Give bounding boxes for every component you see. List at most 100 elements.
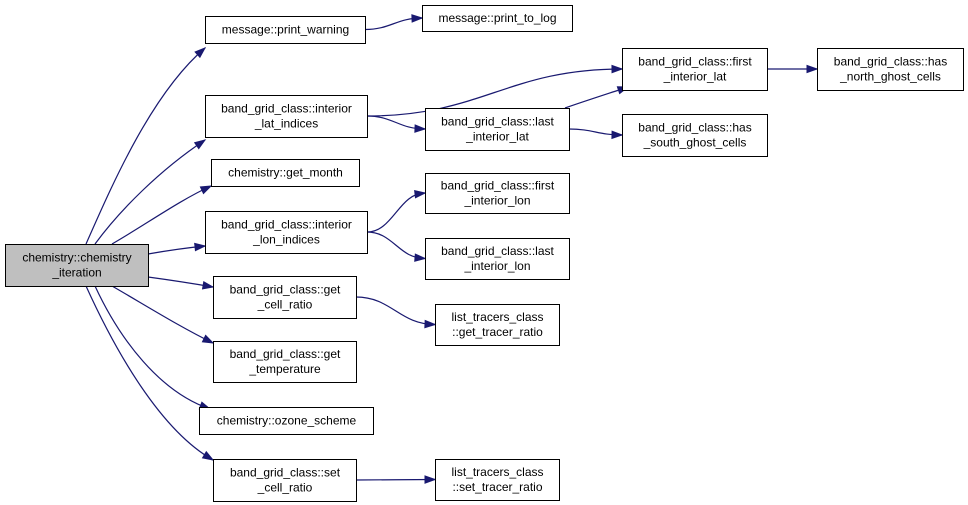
edge-chemistry-iteration-to-print-warning-arrowhead <box>194 47 207 59</box>
node-last-interior-lon-label-2: _interior_lon <box>463 259 530 273</box>
node-has-north-ghost-cells-label-1: band_grid_class::has <box>834 55 947 69</box>
node-has-south-ghost-cells-label-2: _south_ghost_cells <box>643 136 747 150</box>
node-first-interior-lat-label-2: _interior_lat <box>663 70 727 84</box>
node-has-south-ghost-cells-box <box>622 114 768 157</box>
node-set-tracer-ratio[interactable]: list_tracers_class::set_tracer_ratio <box>435 459 560 501</box>
node-interior-lon-indices-label-1: band_grid_class::interior <box>221 218 352 232</box>
edge-chemistry-iteration-to-print-warning-line <box>85 47 206 245</box>
node-first-interior-lat-label-1: band_grid_class::first <box>638 55 752 69</box>
edge-get-cell-ratio-to-get-tracer-ratio-arrowhead <box>424 319 437 329</box>
node-interior-lon-indices[interactable]: band_grid_class::interior_lon_indices <box>205 211 368 254</box>
node-has-north-ghost-cells[interactable]: band_grid_class::has_north_ghost_cells <box>817 48 964 91</box>
edge-interior-lon-indices-to-last-interior-lon <box>366 231 427 262</box>
node-get-cell-ratio[interactable]: band_grid_class::get_cell_ratio <box>213 276 357 319</box>
node-print-warning-box <box>205 16 366 44</box>
edge-interior-lat-indices-to-first-interior-lat-arrowhead <box>611 64 624 74</box>
node-interior-lon-indices-box <box>205 211 368 254</box>
node-print-warning-label-1: message::print_warning <box>222 23 349 37</box>
node-get-tracer-ratio-box <box>435 304 560 346</box>
node-last-interior-lon-label-1: band_grid_class::last <box>441 244 554 258</box>
node-get-tracer-ratio[interactable]: list_tracers_class::get_tracer_ratio <box>435 304 560 346</box>
node-first-interior-lat-box <box>622 48 768 91</box>
node-set-cell-ratio-label-2: _cell_ratio <box>257 481 313 495</box>
node-get-cell-ratio-box <box>213 276 357 319</box>
node-first-interior-lon-label-2: _interior_lon <box>463 194 530 208</box>
node-get-month[interactable]: chemistry::get_month <box>211 159 360 187</box>
edge-first-interior-lat-to-has-north-ghost-cells <box>767 64 819 74</box>
edge-chemistry-iteration-to-print-warning <box>85 47 207 245</box>
node-first-interior-lat[interactable]: band_grid_class::first_interior_lat <box>622 48 768 91</box>
edge-chemistry-iteration-to-interior-lon-indices-arrowhead <box>194 242 207 252</box>
edge-set-cell-ratio-to-set-tracer-ratio-line <box>355 478 436 481</box>
node-get-temperature-label-1: band_grid_class::get <box>230 347 341 361</box>
edge-chemistry-iteration-to-get-cell-ratio-arrowhead <box>201 280 215 290</box>
node-last-interior-lat-label-1: band_grid_class::last <box>441 115 554 129</box>
node-interior-lat-indices-box <box>205 95 368 138</box>
node-last-interior-lon[interactable]: band_grid_class::last_interior_lon <box>425 238 570 280</box>
node-get-temperature-label-2: _temperature <box>248 362 321 376</box>
node-get-cell-ratio-label-2: _cell_ratio <box>257 298 313 312</box>
edge-interior-lon-indices-to-last-interior-lon-arrowhead <box>414 253 427 262</box>
node-chemistry-iteration-box <box>5 244 149 287</box>
node-set-cell-ratio-label-1: band_grid_class::set <box>230 466 341 480</box>
node-get-month-label-1: chemistry::get_month <box>228 166 343 180</box>
node-chemistry-iteration-label-2: _iteration <box>51 266 101 280</box>
node-ozone-scheme-box <box>199 407 374 435</box>
edge-interior-lon-indices-to-first-interior-lon-line <box>366 192 426 233</box>
node-first-interior-lon-box <box>425 173 570 214</box>
node-get-tracer-ratio-label-1: list_tracers_class <box>451 310 543 324</box>
edge-chemistry-iteration-to-set-cell-ratio-arrowhead <box>201 450 215 461</box>
node-ozone-scheme-label-1: chemistry::ozone_scheme <box>217 414 357 428</box>
node-has-north-ghost-cells-label-2: _north_ghost_cells <box>839 70 941 84</box>
node-interior-lat-indices[interactable]: band_grid_class::interior_lat_indices <box>205 95 368 138</box>
node-set-cell-ratio[interactable]: band_grid_class::set_cell_ratio <box>213 459 357 502</box>
node-has-south-ghost-cells[interactable]: band_grid_class::has_south_ghost_cells <box>622 114 768 157</box>
edge-chemistry-iteration-to-interior-lon-indices <box>147 242 207 255</box>
edge-chemistry-iteration-to-get-month-arrowhead <box>199 185 213 195</box>
node-last-interior-lat-box <box>425 108 570 151</box>
node-get-temperature-box <box>213 341 357 383</box>
node-print-warning[interactable]: message::print_warning <box>205 16 366 44</box>
node-print-to-log[interactable]: message::print_to_log <box>422 5 573 32</box>
edge-chemistry-iteration-to-get-cell-ratio <box>147 276 215 290</box>
edge-set-cell-ratio-to-set-tracer-ratio-arrowhead <box>424 475 437 484</box>
node-set-tracer-ratio-box <box>435 459 560 501</box>
edge-get-cell-ratio-to-get-tracer-ratio <box>355 296 437 329</box>
edge-get-cell-ratio-to-get-tracer-ratio-line <box>355 296 436 326</box>
edge-interior-lat-indices-to-last-interior-lat <box>366 115 427 133</box>
node-last-interior-lon-box <box>425 238 570 280</box>
edge-interior-lon-indices-to-first-interior-lon-arrowhead <box>414 189 427 199</box>
edge-chemistry-iteration-to-get-month <box>111 185 213 245</box>
node-get-temperature[interactable]: band_grid_class::get_temperature <box>213 341 357 383</box>
node-has-south-ghost-cells-label-1: band_grid_class::has <box>638 121 751 135</box>
node-get-cell-ratio-label-1: band_grid_class::get <box>230 283 341 297</box>
edge-chemistry-iteration-to-get-temperature-line <box>111 285 214 344</box>
edge-chemistry-iteration-to-get-temperature-arrowhead <box>201 334 215 344</box>
call-edges <box>85 14 819 484</box>
node-chemistry-iteration-label-1: chemistry::chemistry <box>22 251 131 265</box>
node-print-to-log-label-1: message::print_to_log <box>438 11 556 25</box>
node-ozone-scheme[interactable]: chemistry::ozone_scheme <box>199 407 374 435</box>
edge-chemistry-iteration-to-get-temperature <box>111 285 215 344</box>
node-chemistry-iteration: chemistry::chemistry_iteration <box>5 244 149 287</box>
edge-chemistry-iteration-to-get-month-line <box>111 185 212 245</box>
edge-chemistry-iteration-to-interior-lat-indices <box>94 139 207 245</box>
node-interior-lat-indices-label-2: _lat_indices <box>254 117 318 131</box>
edge-chemistry-iteration-to-set-cell-ratio-line <box>85 285 214 461</box>
node-set-tracer-ratio-label-1: list_tracers_class <box>451 465 543 479</box>
edge-first-interior-lat-to-has-north-ghost-cells-arrowhead <box>806 64 819 74</box>
edge-chemistry-iteration-to-set-cell-ratio <box>85 285 215 461</box>
node-set-cell-ratio-box <box>213 459 357 502</box>
node-last-interior-lat-label-2: _interior_lat <box>465 130 529 144</box>
edge-chemistry-iteration-to-ozone-scheme <box>94 285 212 410</box>
node-set-tracer-ratio-label-2: ::set_tracer_ratio <box>452 480 542 494</box>
node-print-to-log-box <box>422 5 573 32</box>
edge-last-interior-lat-to-has-south-ghost-cells-arrowhead <box>611 130 624 140</box>
node-last-interior-lat[interactable]: band_grid_class::last_interior_lat <box>425 108 570 151</box>
edge-chemistry-iteration-to-interior-lat-indices-line <box>94 139 206 245</box>
edge-last-interior-lat-to-has-south-ghost-cells <box>568 128 624 140</box>
node-first-interior-lon[interactable]: band_grid_class::first_interior_lon <box>425 173 570 214</box>
node-interior-lat-indices-label-1: band_grid_class::interior <box>221 102 352 116</box>
edge-chemistry-iteration-to-interior-lat-indices-arrowhead <box>193 139 207 150</box>
